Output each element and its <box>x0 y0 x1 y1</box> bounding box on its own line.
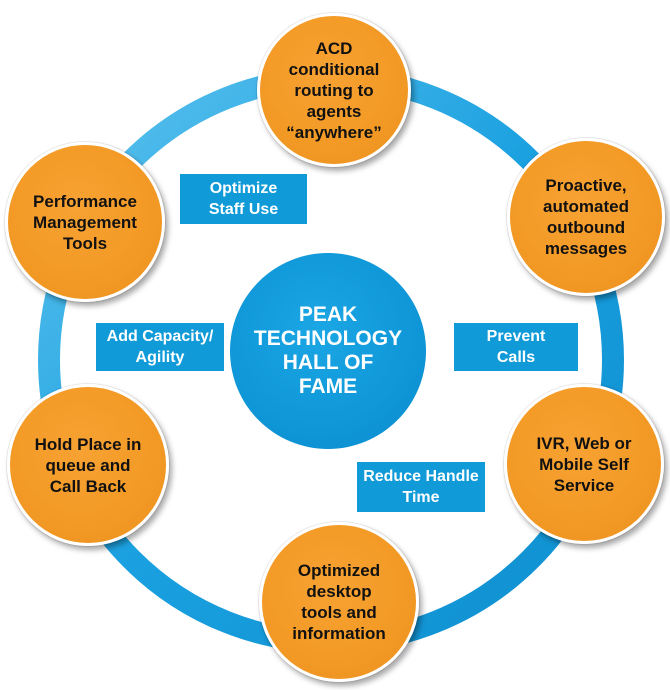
node-optimized-desktop-label: Optimized desktop tools and information <box>292 561 386 643</box>
node-proactive-outbound-label: Proactive, automated outbound messages <box>543 176 629 258</box>
center-hub-label: PEAK TECHNOLOGY HALL OF FAME <box>253 303 403 398</box>
tag-optimize-staff-use-label: Optimize Staff Use <box>208 180 279 218</box>
node-acd-routing: ACD conditional routing to agents “anywh… <box>257 13 411 167</box>
node-ivr-self-service-label: IVR, Web or Mobile Self Service <box>536 433 632 495</box>
tag-add-capacity-agility: Add Capacity/ Agility <box>96 323 224 371</box>
node-proactive-outbound: Proactive, automated outbound messages <box>507 138 665 296</box>
node-performance-management: Performance Management Tools <box>5 142 165 302</box>
node-ivr-self-service: IVR, Web or Mobile Self Service <box>504 384 664 544</box>
node-acd-routing-label: ACD conditional routing to agents “anywh… <box>286 38 382 142</box>
node-hold-place-call-back-label: Hold Place in queue and Call Back <box>34 434 142 496</box>
tag-prevent-calls: Prevent Calls <box>454 323 578 371</box>
tag-reduce-handle-time: Reduce Handle Time <box>357 462 485 512</box>
node-performance-management-label: Performance Management Tools <box>33 191 137 253</box>
node-hold-place-call-back: Hold Place in queue and Call Back <box>7 384 169 546</box>
node-optimized-desktop: Optimized desktop tools and information <box>259 522 419 682</box>
center-hub: PEAK TECHNOLOGY HALL OF FAME <box>230 253 426 449</box>
tag-optimize-staff-use: Optimize Staff Use <box>180 174 307 224</box>
tag-add-capacity-agility-label: Add Capacity/ Agility <box>106 328 214 366</box>
tag-reduce-handle-time-label: Reduce Handle Time <box>363 468 479 506</box>
tag-prevent-calls-label: Prevent Calls <box>486 328 546 366</box>
